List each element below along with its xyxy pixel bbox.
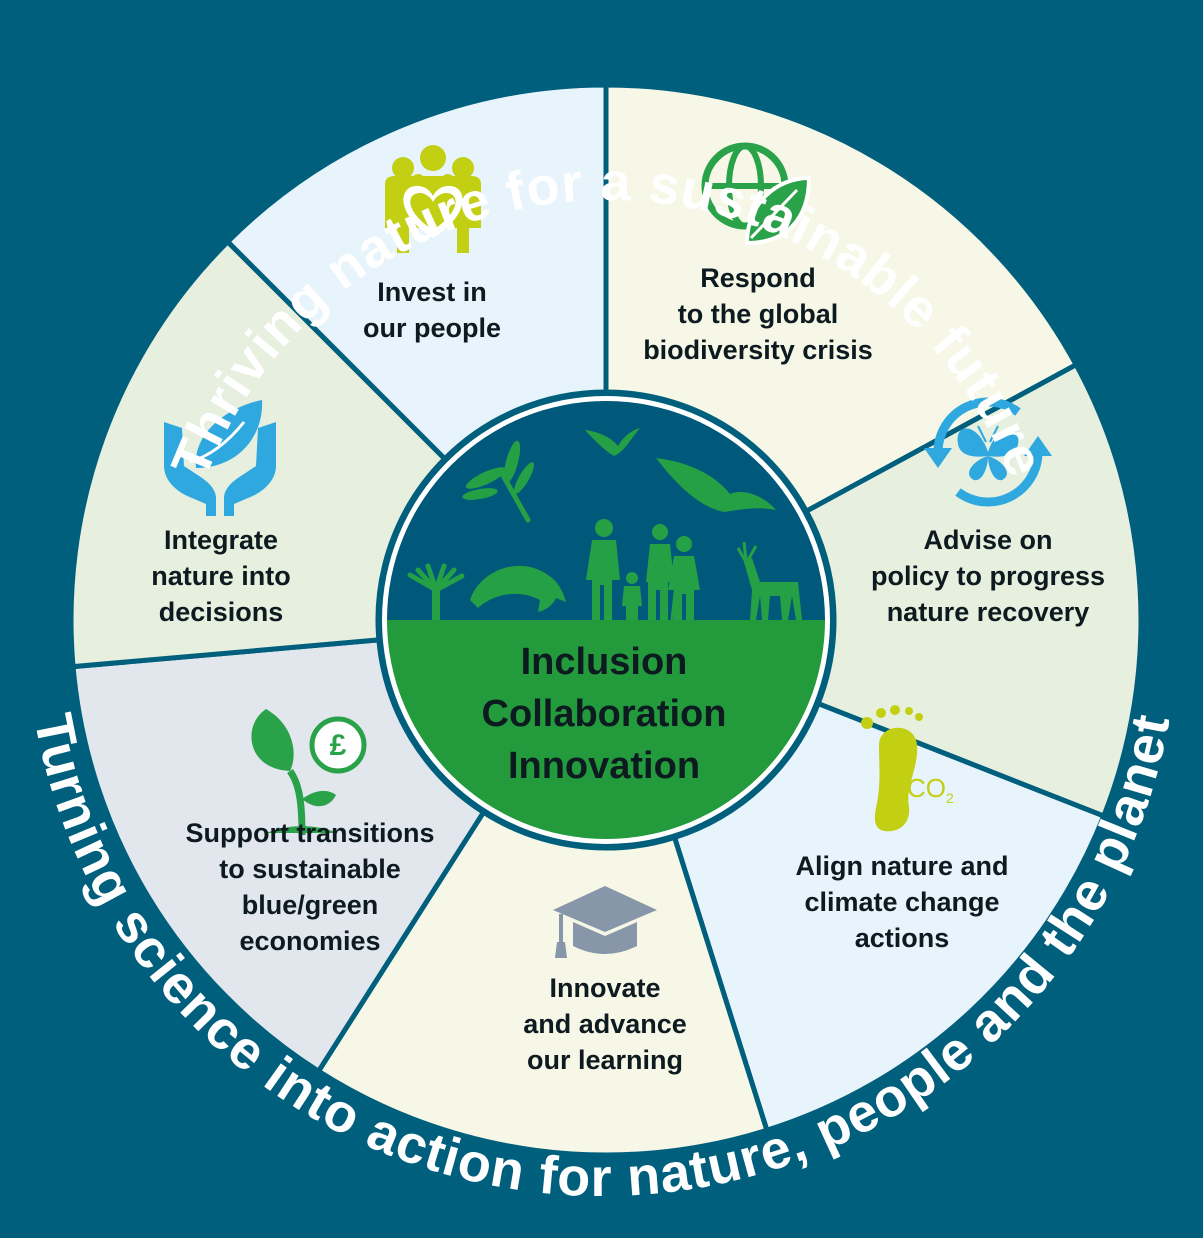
segment-ring: CO2 £ [68,82,1144,1158]
segment-label-policy: Advise on policy to progress nature recove… [838,522,1138,630]
dragonfly-icon [462,440,534,523]
small-bird-icon [585,428,640,456]
segment-biodiversity [802,361,1144,820]
segment-label-line: policy to progress [870,561,1106,591]
segment-label-learning: Innovate and advance our learning [455,970,755,1078]
plant-money-icon: £ [251,709,367,836]
segment-label-people: Invest in our people [282,274,582,346]
segment-label-line: nature into [151,561,291,591]
segment-label-line: to sustainable [219,854,401,884]
segment-label-climate: Align nature and climate change actions [752,848,1052,956]
dolphin-icon [470,565,566,612]
co2-footprint-icon: CO2 [861,705,954,832]
segment-label-line: our learning [526,1045,683,1075]
segment-label-biodiversity: Respond to the global biodiversity crisis [608,260,908,368]
large-bird-icon [656,458,776,512]
segment-decisions [224,82,609,463]
segment-label-line: Respond [700,263,816,293]
segment-label-line: climate change [804,887,1000,917]
segment-label-line: Invest in [377,277,487,307]
family-silhouette [586,519,700,621]
core-values: Inclusion Collaboration Innovation [404,636,804,792]
segment-label-line: economies [239,926,381,956]
segment-label-line: blue/green [241,890,379,920]
segment-label-line: and advance [523,1009,687,1039]
hands-leaf-icon [164,400,276,516]
segment-label-decisions: Integrate nature into decisions [71,522,371,630]
segment-people [603,82,1080,515]
segment-label-line: Integrate [163,525,279,555]
core-value-innovation: Innovation [507,745,701,787]
segment-label-line: our people [362,313,501,343]
segment-learning [70,637,487,1075]
butterfly-cycle-icon [924,397,1052,507]
segment-label-line: nature recovery [886,597,1090,627]
nature-silhouettes [407,428,802,621]
segment-label-line: Advise on [923,525,1053,555]
people-heart-icon [385,145,481,253]
graduation-cap-icon [553,886,657,958]
pound-sign: £ [330,729,347,762]
segment-label-line: Support transitions [185,818,435,848]
segment-label-line: actions [854,923,950,953]
segment-label-line: decisions [158,597,284,627]
core-value-inclusion: Inclusion [520,641,688,683]
segment-label-line: Align nature and [795,851,1009,881]
segment-label-economies: Support transitions to sustainable blue/gr… [160,815,460,959]
core-value-collaboration: Collaboration [481,693,727,735]
deer-icon [736,541,802,620]
segment-label-line: Innovate [549,973,661,1003]
coral-icon [407,563,465,620]
segment-label-line: biodiversity crisis [643,335,873,365]
co2-label: CO2 [907,773,954,806]
globe-leaf-icon [701,142,812,246]
segment-policy [671,700,1108,1134]
segment-label-line: to the global [677,299,839,329]
